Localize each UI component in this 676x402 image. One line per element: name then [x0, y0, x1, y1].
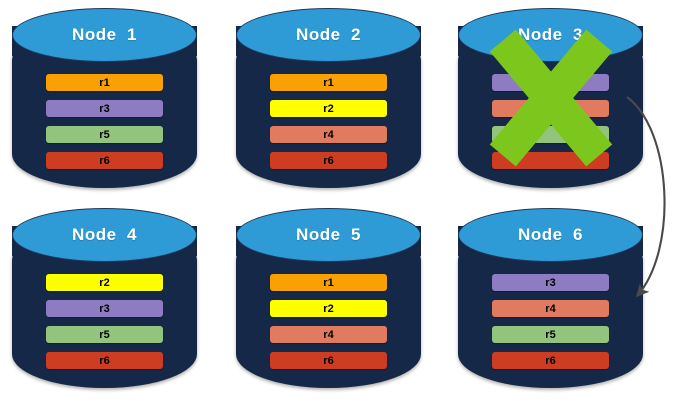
node-title: Node 1	[72, 25, 137, 44]
node-cylinder-6[interactable]: Node 6 r3 r4 r5 r6	[458, 208, 643, 388]
replica-list: r2 r3 r5 r6	[46, 274, 163, 369]
replica-list: r1 r3 r5 r6	[46, 74, 163, 169]
replica-r4[interactable]: r4	[492, 300, 609, 317]
replica-r2[interactable]: r2	[270, 300, 387, 317]
replica-r2[interactable]: r2	[46, 274, 163, 291]
cylinder-top-ellipse	[236, 208, 421, 262]
replica-list: r3	[492, 74, 609, 169]
replica-r5[interactable]: r5	[46, 326, 163, 343]
replica-r6[interactable]: r6	[492, 352, 609, 369]
replica-r5[interactable]	[492, 126, 609, 143]
node-title: Node 6	[518, 225, 583, 244]
replica-r3[interactable]: r3	[46, 100, 163, 117]
node-title: Node 3	[518, 25, 583, 44]
replica-list: r3 r4 r5 r6	[492, 274, 609, 369]
replica-r1[interactable]: r1	[270, 274, 387, 291]
replica-r6[interactable]: r6	[270, 352, 387, 369]
node-cylinder-4[interactable]: Node 4 r2 r3 r5 r6	[12, 208, 197, 388]
cylinder-top-ellipse	[12, 8, 197, 62]
node-title: Node 2	[296, 25, 361, 44]
node-cylinder-2[interactable]: Node 2 r1 r2 r4 r6	[236, 8, 421, 188]
replica-r6[interactable]: r6	[46, 352, 163, 369]
replica-r4[interactable]	[492, 100, 609, 117]
replica-r3[interactable]: r3	[46, 300, 163, 317]
replica-r6[interactable]: r6	[46, 152, 163, 169]
replica-r1[interactable]: r1	[46, 74, 163, 91]
node-cylinder-5[interactable]: Node 5 r1 r2 r4 r6	[236, 208, 421, 388]
replica-list: r1 r2 r4 r6	[270, 74, 387, 169]
node-cylinder-1[interactable]: Node 1 r1 r3 r5 r6	[12, 8, 197, 188]
replica-r4[interactable]: r4	[270, 126, 387, 143]
replica-r2[interactable]: r2	[270, 100, 387, 117]
replica-r5[interactable]: r5	[46, 126, 163, 143]
replica-r1[interactable]: r1	[270, 74, 387, 91]
replica-r6[interactable]: r6	[270, 152, 387, 169]
cylinder-top-ellipse	[458, 208, 643, 262]
node-title: Node 5	[296, 225, 361, 244]
replica-list: r1 r2 r4 r6	[270, 274, 387, 369]
cylinder-top-ellipse	[12, 208, 197, 262]
replica-r6[interactable]	[492, 152, 609, 169]
node-title: Node 4	[72, 225, 137, 244]
cylinder-top-ellipse	[236, 8, 421, 62]
replica-r3[interactable]: r3	[492, 274, 609, 291]
replica-r3[interactable]: r3	[492, 74, 609, 91]
node-cylinder-3[interactable]: Node 3 r3	[458, 8, 643, 188]
replica-r4[interactable]: r4	[270, 326, 387, 343]
replica-r5[interactable]: r5	[492, 326, 609, 343]
